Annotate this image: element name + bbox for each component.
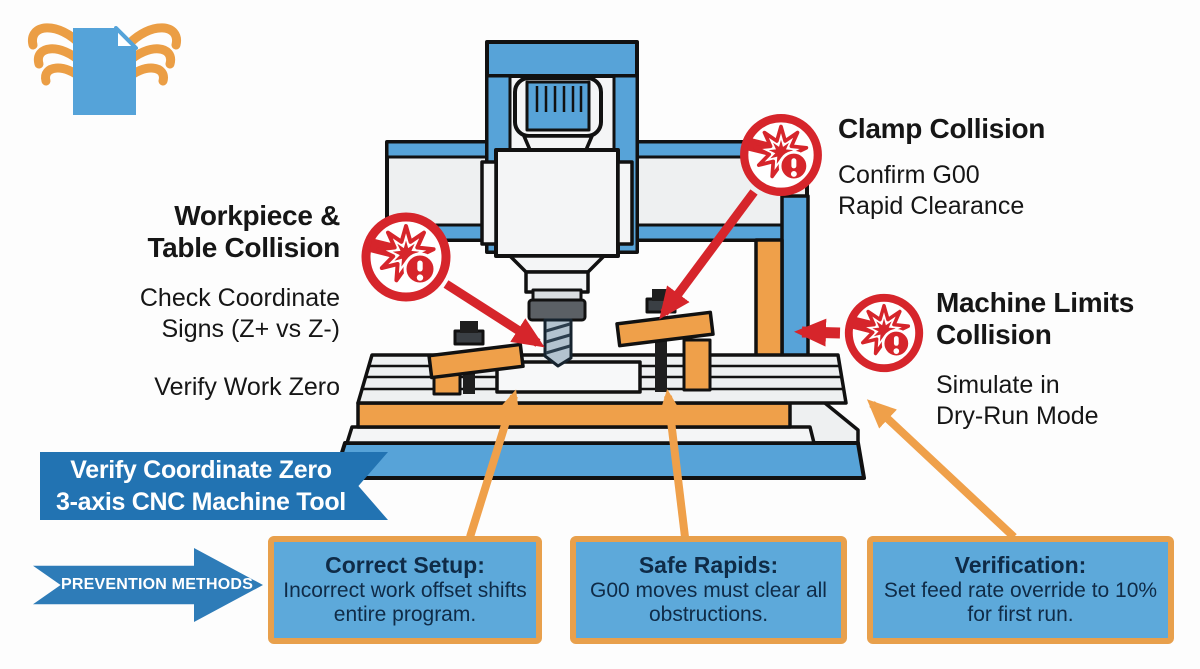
workpiece-collision-tip2: Verify Work Zero (154, 373, 340, 401)
document-fold (114, 26, 138, 50)
method-box-body: Set feed rate override to 10% for first … (883, 578, 1158, 627)
machine-limits-tip: Simulate in Dry-Run Mode (936, 371, 1099, 430)
collision-warning-icon-machine-limits (849, 298, 919, 368)
cnc-machine-illustration (332, 40, 866, 480)
method-box-title: Correct Setup: (325, 551, 485, 578)
method-box-body: G00 moves must clear all obstructions. (590, 578, 827, 627)
workpiece-title-line2: Table Collision (147, 232, 340, 264)
clamp-collision-title: Clamp Collision (838, 113, 1046, 144)
motor-ribs (535, 86, 583, 112)
method-box-correct-setup: Correct Setup: Incorrect work offset shi… (268, 536, 542, 644)
method-box-title: Safe Rapids: (638, 551, 779, 578)
prevention-methods-label: PREVENTION METHODS (61, 576, 254, 593)
red-arrow-machine-limits (794, 318, 841, 347)
orange-arrow-verification (866, 399, 1017, 540)
right-clamp (615, 289, 715, 392)
title-banner: Verify Coordinate Zero 3-axis CNC Machin… (40, 452, 388, 520)
orange-arrow-correct-setup (466, 389, 520, 539)
spindle-assembly (480, 40, 639, 368)
left-clamp (427, 321, 525, 396)
clamp-collision-tip: Confirm G00 Rapid Clearance (838, 161, 1025, 220)
collision-warning-icon-clamp (744, 118, 818, 192)
winged-document-logo (28, 23, 181, 115)
banner-line2: 3-axis CNC Machine Tool (56, 488, 346, 516)
workpiece-collision-tip1: Check Coordinate Signs (Z+ vs Z-) (139, 284, 340, 343)
method-box-safe-rapids: Safe Rapids: G00 moves must clear all ob… (570, 536, 847, 644)
workpiece-collision-title: Workpiece & Table Collision (0, 200, 340, 265)
collision-warning-icon-workpiece (366, 217, 446, 297)
drill-bit (543, 318, 573, 368)
pointer-arrows (443, 189, 1017, 540)
wing-icon (28, 23, 181, 86)
method-box-title: Verification: (954, 551, 1087, 578)
banner-line1: Verify Coordinate Zero (70, 456, 332, 484)
red-arrow-clamp (659, 189, 758, 320)
red-arrow-workpiece (443, 280, 545, 348)
machine-limits-title: Machine Limits Collision (936, 287, 1135, 351)
orange-arrow-safe-rapids (657, 389, 689, 538)
workpiece-title-line1: Workpiece & (174, 200, 340, 231)
method-box-body: Incorrect work offset shifts entire prog… (283, 578, 527, 627)
method-box-verification: Verification: Set feed rate override to … (867, 536, 1174, 644)
